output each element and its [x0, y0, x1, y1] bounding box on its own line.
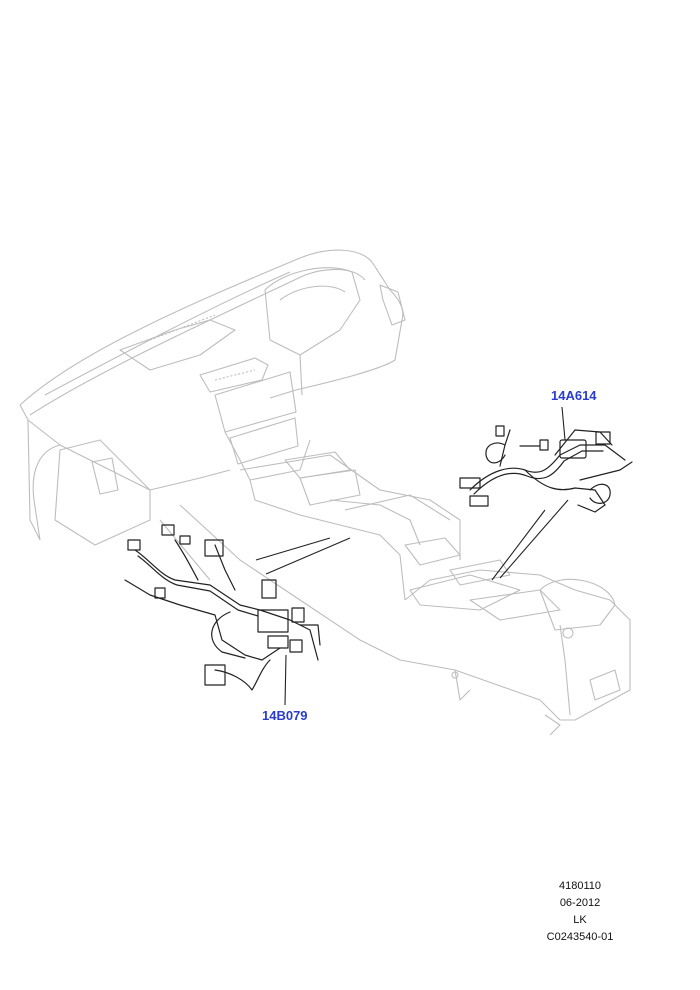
callout-14A614[interactable]: 14A614 [551, 388, 597, 403]
callout-14B079[interactable]: 14B079 [262, 708, 308, 723]
dashboard-outline [19, 249, 631, 736]
illustration-number: 4180110 [558, 880, 601, 892]
leader-lines [255, 406, 569, 706]
market-code: LK [573, 914, 587, 926]
image-code: C0243540-01 [546, 931, 614, 943]
illustration-info-block: 4180110 06-2012 LK C0243540-01 [520, 878, 640, 946]
illustration-date: 06-2012 [559, 897, 601, 909]
harness-14B079 [124, 524, 321, 691]
harness-14A614 [459, 425, 633, 513]
